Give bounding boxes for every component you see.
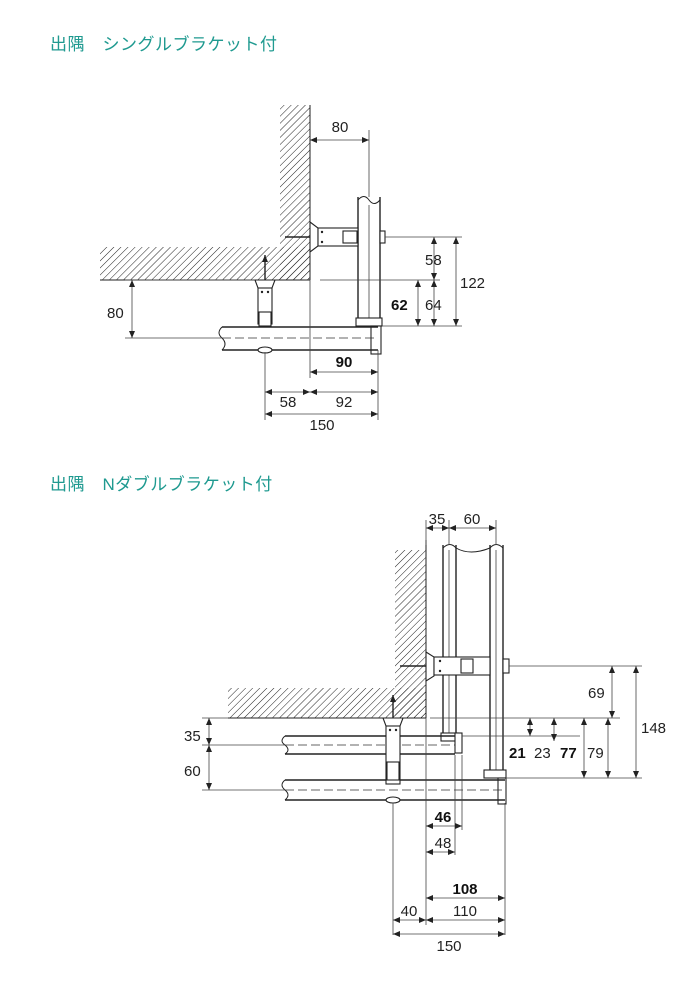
dim-77: 77: [560, 745, 577, 762]
dimension-lines-2: [202, 520, 642, 937]
dim-80-left: 80: [107, 305, 124, 322]
dim-46: 46: [435, 809, 452, 826]
dim-110: 110: [453, 903, 477, 920]
dim-35-left: 35: [184, 728, 201, 745]
dim-23: 23: [534, 745, 551, 762]
dim-48: 48: [435, 835, 452, 852]
bracket-vertical-wall: [285, 220, 386, 254]
dim-92: 92: [336, 394, 353, 411]
dim-150-2: 150: [436, 938, 461, 955]
dim-60-left: 60: [184, 763, 201, 780]
dim-21: 21: [509, 745, 526, 762]
dim-40: 40: [401, 903, 418, 920]
dimension-lines-1: [125, 130, 462, 420]
dim-148: 148: [641, 720, 666, 737]
bracket-vertical-wall-2: [400, 651, 510, 682]
bracket-horizontal-wall-2: [382, 695, 463, 804]
dim-108: 108: [452, 881, 477, 898]
dim-90: 90: [336, 354, 353, 371]
dim-60-top: 60: [464, 511, 481, 528]
dimension-labels-1: 80 58 122 62 64 80 90 58 92 150: [107, 119, 485, 434]
dim-64: 64: [425, 297, 442, 314]
wall-vertical: [280, 105, 310, 280]
wall-horizontal: [100, 247, 310, 280]
diagram-single-bracket: 80 58 122 62 64 80 90 58 92 150: [100, 105, 485, 434]
dim-122: 122: [460, 275, 485, 292]
dim-58-bottom: 58: [280, 394, 297, 411]
heading-double-bracket: 出隅 Nダブルブラケット付: [50, 475, 273, 494]
diagram-double-bracket: 35 60 69 148 35 60 21 23 77 79 46 48 108…: [184, 511, 666, 955]
heading-single-bracket: 出隅 シングルブラケット付: [50, 35, 278, 54]
dim-62: 62: [391, 297, 408, 314]
dim-35-top: 35: [429, 511, 446, 528]
dim-79: 79: [587, 745, 604, 762]
bracket-horizontal-wall: [254, 255, 276, 354]
vertical-handrails-pair: [440, 544, 507, 805]
wall-vertical-2: [395, 550, 426, 718]
horizontal-handrail: [218, 326, 378, 351]
dim-80-top: 80: [332, 119, 349, 136]
dimension-labels-2: 35 60 69 148 35 60 21 23 77 79 46 48 108…: [184, 511, 666, 955]
dim-150: 150: [309, 417, 334, 434]
dim-69: 69: [588, 685, 605, 702]
dim-58: 58: [425, 252, 442, 269]
vertical-handrail: [355, 196, 383, 355]
wall-horizontal-2: [228, 688, 426, 718]
